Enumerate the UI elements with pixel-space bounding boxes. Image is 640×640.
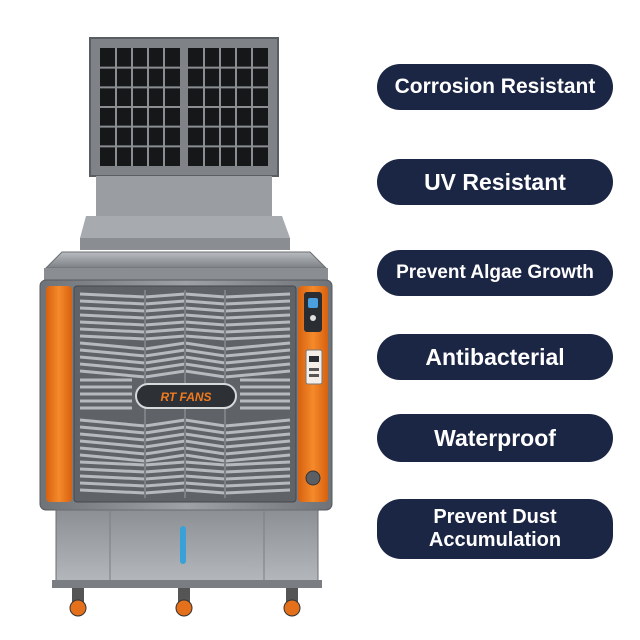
feature-prevent-dust-accumulation: Prevent Dust Accumulation xyxy=(377,499,613,559)
feature-label: Prevent Algae Growth xyxy=(396,262,594,284)
feature-label: Waterproof xyxy=(434,424,556,451)
caster-wheels xyxy=(69,588,301,617)
feature-label: Prevent Dust Accumulation xyxy=(428,506,562,551)
air-cooler-image: RT FANS xyxy=(39,37,333,617)
right-orange-panel xyxy=(298,286,328,502)
feature-corrosion-resistant: Corrosion Resistant xyxy=(377,64,613,110)
left-orange-panel xyxy=(46,286,72,502)
feature-antibacterial: Antibacterial xyxy=(377,334,613,380)
water-level-indicator xyxy=(180,526,186,564)
water-tank xyxy=(55,509,319,583)
feature-label: UV Resistant xyxy=(424,168,566,195)
feature-prevent-algae-growth: Prevent Algae Growth xyxy=(377,250,613,296)
feature-waterproof: Waterproof xyxy=(377,414,613,462)
control-panel xyxy=(304,292,323,486)
louver-grid-left xyxy=(100,48,180,166)
feature-uv-resistant: UV Resistant xyxy=(377,159,613,205)
feature-label: Corrosion Resistant xyxy=(394,74,596,98)
louver-grid-right xyxy=(188,48,268,166)
brand-logo-badge: RT FANS xyxy=(135,383,237,409)
cooler-top-cap xyxy=(44,251,328,269)
top-louver-unit xyxy=(80,37,290,250)
brand-logo-text: RT FANS xyxy=(160,390,211,404)
feature-label: Antibacterial xyxy=(425,343,565,370)
